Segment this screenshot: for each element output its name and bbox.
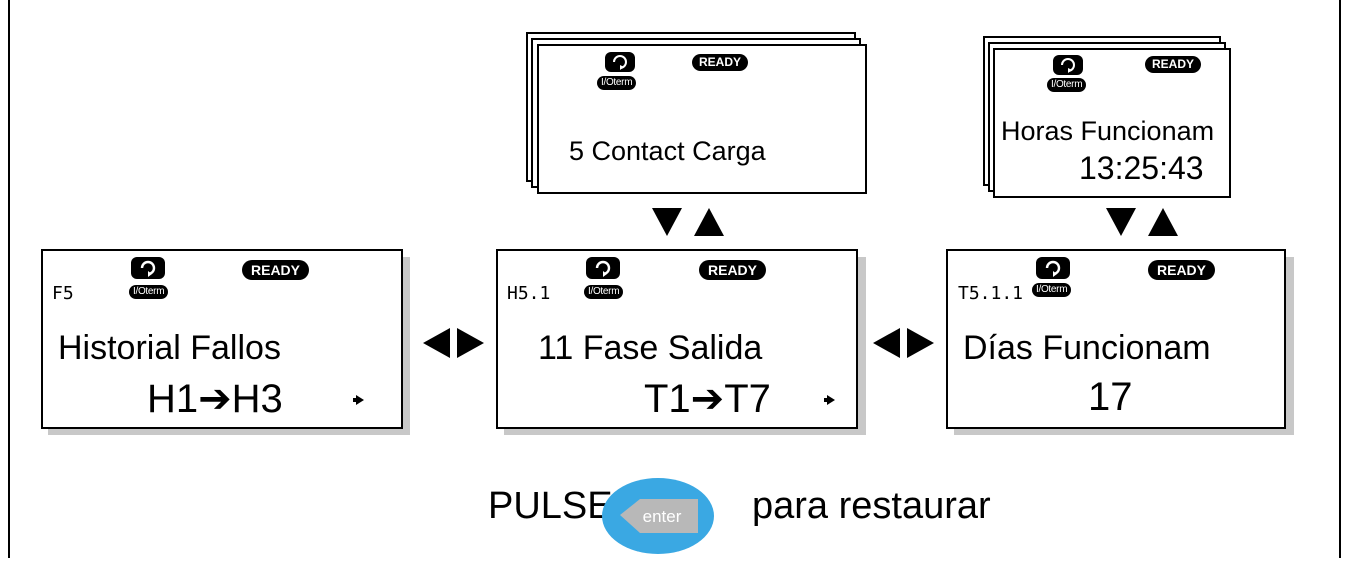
ready-badge: READY bbox=[1148, 260, 1216, 280]
ready-badge: READY bbox=[242, 260, 310, 280]
ready-badge: READY bbox=[699, 260, 767, 280]
stack-fault-front: I/Oterm READY 5 Contact Carga bbox=[537, 44, 867, 194]
instruction-prefix: PULSE bbox=[488, 485, 613, 527]
menu-code: F5 bbox=[52, 283, 74, 304]
panel-title: 11 Fase Salida bbox=[538, 329, 763, 367]
rotation-icon bbox=[586, 257, 620, 279]
panel-title: Historial Fallos bbox=[58, 329, 281, 367]
left-right-arrows bbox=[873, 328, 934, 358]
rotation-icon bbox=[1053, 55, 1083, 75]
next-level-icon bbox=[353, 395, 364, 405]
menu-code: H5.1 bbox=[507, 283, 551, 304]
rotation-icon bbox=[605, 52, 635, 72]
ioterm-badge: I/Oterm bbox=[597, 76, 637, 90]
fault-time-panel: READY T5.1.1 I/Oterm Días Funcionam 17 bbox=[946, 249, 1286, 429]
menu-code: T5.1.1 bbox=[958, 283, 1024, 304]
right-border bbox=[1339, 0, 1341, 558]
panel-value: T1➔T7 bbox=[644, 377, 771, 421]
left-border bbox=[8, 0, 10, 558]
panel-title: Días Funcionam bbox=[963, 329, 1211, 367]
ready-badge: READY bbox=[692, 54, 749, 71]
stack-time-front: I/Oterm READY Horas Funcionam 13:25:43 bbox=[993, 48, 1231, 198]
up-down-arrows bbox=[1106, 208, 1178, 236]
ioterm-badge: I/Oterm bbox=[129, 285, 169, 299]
up-down-arrows bbox=[652, 208, 724, 236]
rotation-icon bbox=[131, 257, 165, 279]
fault-history-panel: READY F5 I/Oterm Historial Fallos H1➔H3 bbox=[41, 249, 403, 429]
stack-time-line2: 13:25:43 bbox=[1079, 150, 1204, 186]
rotation-icon bbox=[1036, 257, 1070, 279]
ready-badge: READY bbox=[1145, 56, 1202, 73]
enter-button-label: enter bbox=[643, 507, 682, 526]
next-level-icon bbox=[824, 395, 835, 405]
panel-value: H1➔H3 bbox=[147, 377, 283, 421]
ioterm-badge: I/Oterm bbox=[1047, 78, 1087, 92]
fault-panel: READY H5.1 I/Oterm 11 Fase Salida T1➔T7 bbox=[496, 249, 858, 429]
stack-fault-line1: 5 Contact Carga bbox=[569, 136, 766, 166]
enter-button[interactable]: enter bbox=[600, 476, 720, 561]
left-right-arrows bbox=[423, 328, 484, 358]
ioterm-badge: I/Oterm bbox=[1032, 283, 1072, 297]
instruction-suffix: para restaurar bbox=[752, 485, 991, 527]
ioterm-badge: I/Oterm bbox=[584, 285, 624, 299]
panel-value: 17 bbox=[1088, 375, 1133, 419]
stack-time-line1: Horas Funcionam bbox=[1001, 116, 1215, 146]
